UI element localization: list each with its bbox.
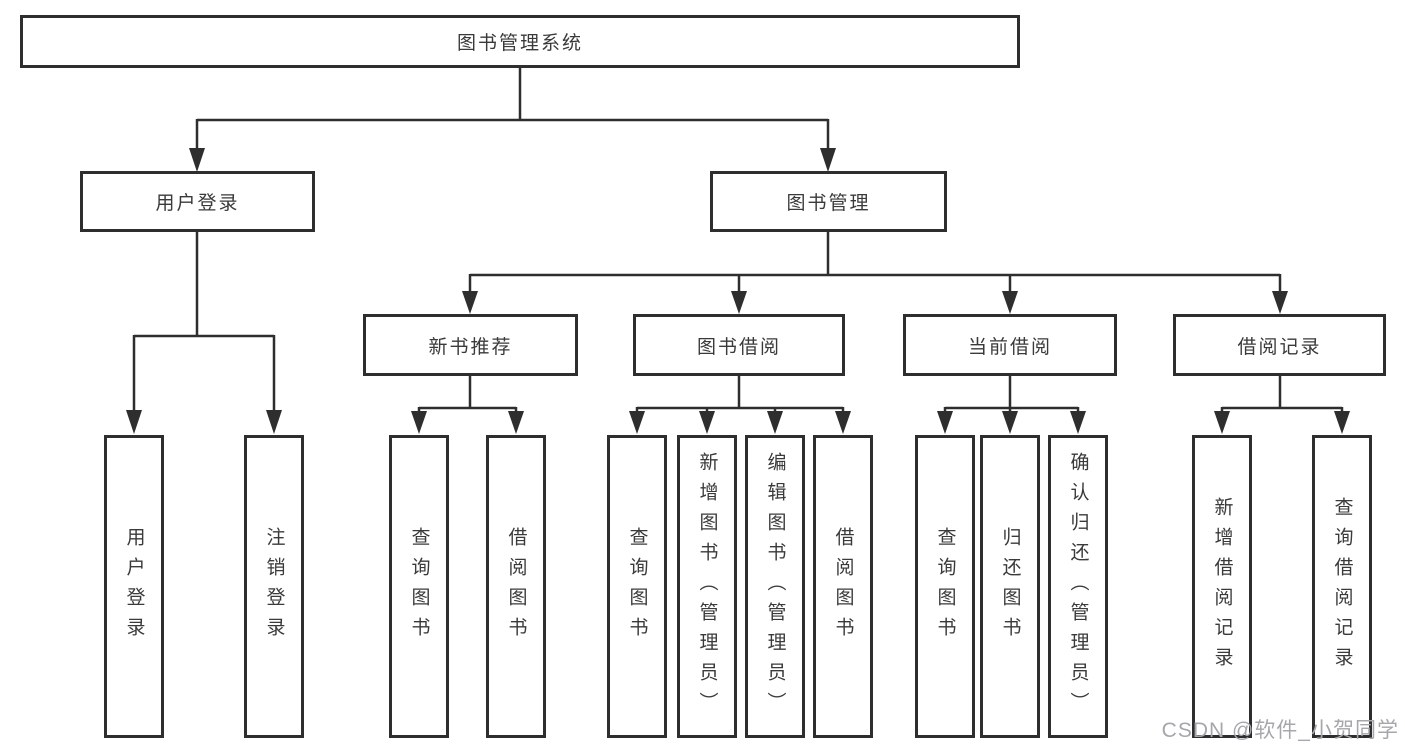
leaf-borrow-books-borrowing: 借阅图书 xyxy=(813,435,873,738)
node-borrowing-records: 借阅记录 xyxy=(1173,314,1386,376)
leaf-query-borrow-record-label: 查询借阅记录 xyxy=(1331,496,1353,677)
node-current-borrowing: 当前借阅 xyxy=(903,314,1117,376)
node-user-login: 用户登录 xyxy=(80,171,315,232)
leaf-return-books: 归还图书 xyxy=(980,435,1040,738)
leaf-user-login-label: 用户登录 xyxy=(123,526,145,647)
leaf-add-borrow-record: 新增借阅记录 xyxy=(1192,435,1252,738)
leaf-add-books-admin: 新增图书（管理员） xyxy=(677,435,737,738)
node-book-borrowing: 图书借阅 xyxy=(633,314,845,376)
leaf-query-books-borrowing-label: 查询图书 xyxy=(626,526,648,647)
leaf-query-books-borrowing: 查询图书 xyxy=(607,435,667,738)
leaf-query-books-current-label: 查询图书 xyxy=(934,526,956,647)
leaf-query-books-recommend-label: 查询图书 xyxy=(408,526,430,647)
leaf-confirm-return-admin: 确认归还（管理员） xyxy=(1048,435,1108,738)
leaf-query-borrow-record: 查询借阅记录 xyxy=(1312,435,1372,738)
leaf-query-books-recommend: 查询图书 xyxy=(389,435,449,738)
csdn-watermark: CSDN @软件_小贺同学 xyxy=(1161,719,1399,742)
leaf-logout: 注销登录 xyxy=(244,435,304,738)
leaf-borrow-books-recommend: 借阅图书 xyxy=(486,435,546,738)
node-library-management-system: 图书管理系统 xyxy=(20,15,1020,68)
leaf-query-books-current: 查询图书 xyxy=(915,435,975,738)
leaf-user-login: 用户登录 xyxy=(104,435,164,738)
leaf-borrow-books-borrowing-label: 借阅图书 xyxy=(832,526,854,647)
leaf-add-books-admin-label: 新增图书（管理员） xyxy=(696,451,718,722)
node-new-book-recommendation: 新书推荐 xyxy=(363,314,578,376)
leaf-logout-label: 注销登录 xyxy=(263,526,285,647)
leaf-borrow-books-recommend-label: 借阅图书 xyxy=(505,526,527,647)
leaf-confirm-return-admin-label: 确认归还（管理员） xyxy=(1067,451,1089,722)
leaf-return-books-label: 归还图书 xyxy=(999,526,1021,647)
node-book-management: 图书管理 xyxy=(710,171,947,232)
leaf-edit-books-admin-label: 编辑图书（管理员） xyxy=(764,451,786,722)
leaf-edit-books-admin: 编辑图书（管理员） xyxy=(745,435,805,738)
leaf-add-borrow-record-label: 新增借阅记录 xyxy=(1211,496,1233,677)
